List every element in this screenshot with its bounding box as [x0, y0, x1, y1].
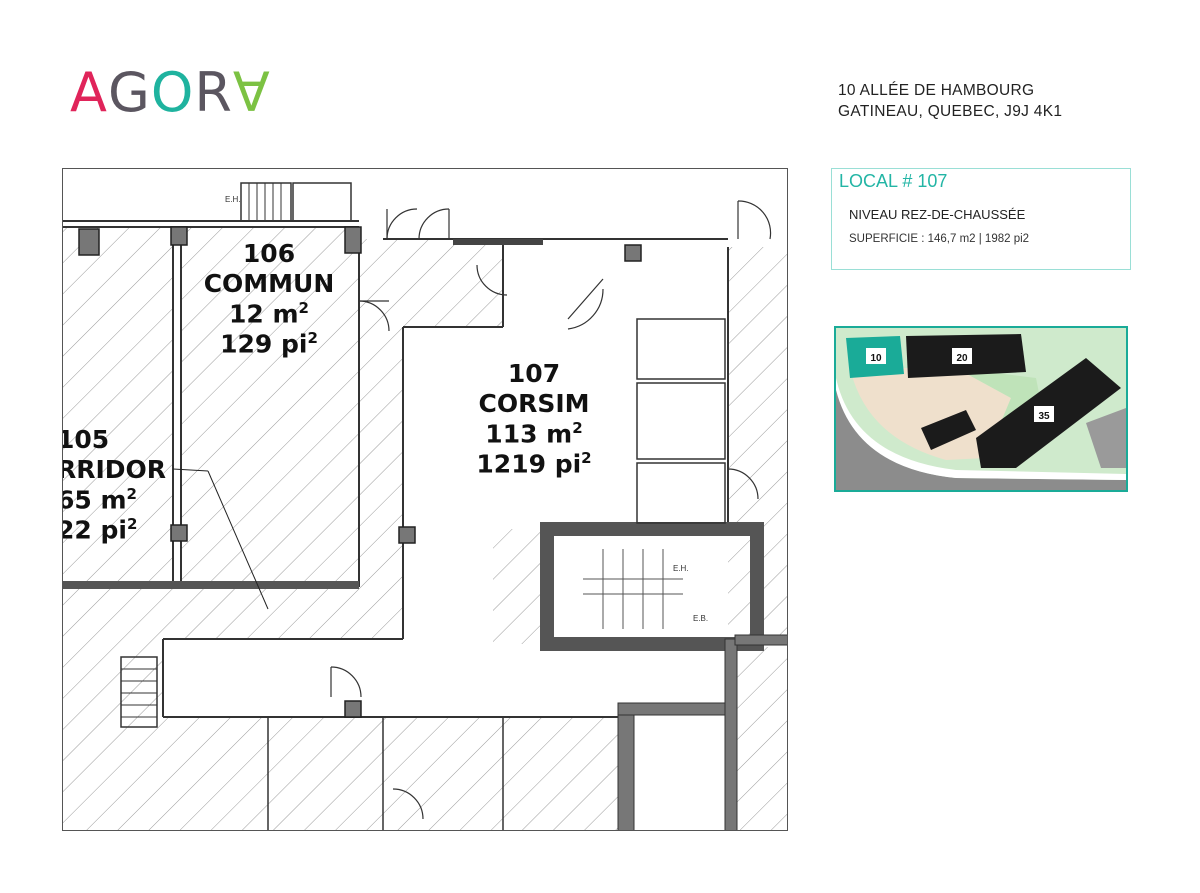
agora-logo: A G O R ∀ [70, 66, 271, 120]
north-stair [240, 182, 292, 222]
stair-core [540, 522, 764, 651]
room-106-label: 106 COMMUN 12 m2 129 pi2 [189, 239, 349, 360]
building-35-label: 35 [1038, 411, 1050, 422]
corridor-hatch [163, 239, 503, 639]
room-107-number: 107 [507, 359, 561, 388]
room-106-area-pi: 129 pi2 [220, 329, 318, 359]
room-107-area-m: 113 m2 [485, 419, 583, 449]
floor-plan-drawing: E.H. E.B. E.H. [63, 182, 787, 830]
logo-letter-a-inverted: ∀ [232, 61, 271, 124]
floor-plan: E.H. E.B. E.H. [62, 168, 788, 831]
stair-label-eb: E.B. [693, 614, 708, 623]
room-106-area-m: 12 m2 [229, 299, 309, 329]
logo-letter-a: A [70, 61, 108, 124]
site-map-drawing: 10 20 35 [836, 328, 1126, 490]
room-106-name: COMMUN [203, 269, 335, 298]
local-info-box: LOCAL # 107 NIVEAU REZ-DE-CHAUSSÉE SUPER… [831, 168, 1131, 270]
local-area: SUPERFICIE : 146,7 m2 | 1982 pi2 [849, 233, 1030, 245]
local-title: LOCAL # 107 [839, 171, 948, 191]
room-107-name: CORSIM [478, 389, 590, 418]
stair-label-eh-north: E.H. [225, 195, 241, 204]
logo-letter-o: O [150, 61, 195, 124]
site-map: 10 20 35 [834, 326, 1128, 492]
stair-side-hatch [493, 529, 543, 644]
building-20-label: 20 [956, 353, 968, 364]
building-10-label: 10 [870, 353, 882, 364]
logo-letter-g: G [107, 61, 151, 124]
room-106-number: 106 [242, 239, 296, 268]
address-line-2: GATINEAU, QUEBEC, J9J 4K1 [838, 103, 1063, 120]
room-107-label: 107 CORSIM 113 m2 1219 pi2 [459, 359, 609, 480]
room-105-area-pi: 22 pi2 [62, 515, 138, 545]
wall-106-south [63, 581, 359, 589]
stair-label-eh-core: E.H. [673, 564, 689, 573]
south-hatch [163, 717, 618, 830]
local-level: NIVEAU REZ-DE-CHAUSSÉE [849, 207, 1026, 222]
southeast-hatch [735, 647, 787, 830]
room-106-hatch [181, 227, 359, 582]
room-107-area-pi: 1219 pi2 [476, 449, 592, 479]
room-105-hatch [63, 227, 173, 587]
room-105-area-m: 65 m2 [62, 485, 137, 515]
room-105-label: 105 RRIDOR 65 m2 22 pi2 [62, 425, 167, 546]
room-105-number: 105 [62, 425, 110, 454]
washroom-stalls [636, 318, 726, 524]
address-line-1: 10 ALLÉE DE HAMBOURG [838, 82, 1035, 99]
logo-letter-r: R [194, 61, 233, 124]
southwest-hatch [63, 587, 163, 830]
room-105-name: RRIDOR [62, 455, 167, 484]
address-block: 10 ALLÉE DE HAMBOURG GATINEAU, QUEBEC, J… [838, 80, 1062, 122]
